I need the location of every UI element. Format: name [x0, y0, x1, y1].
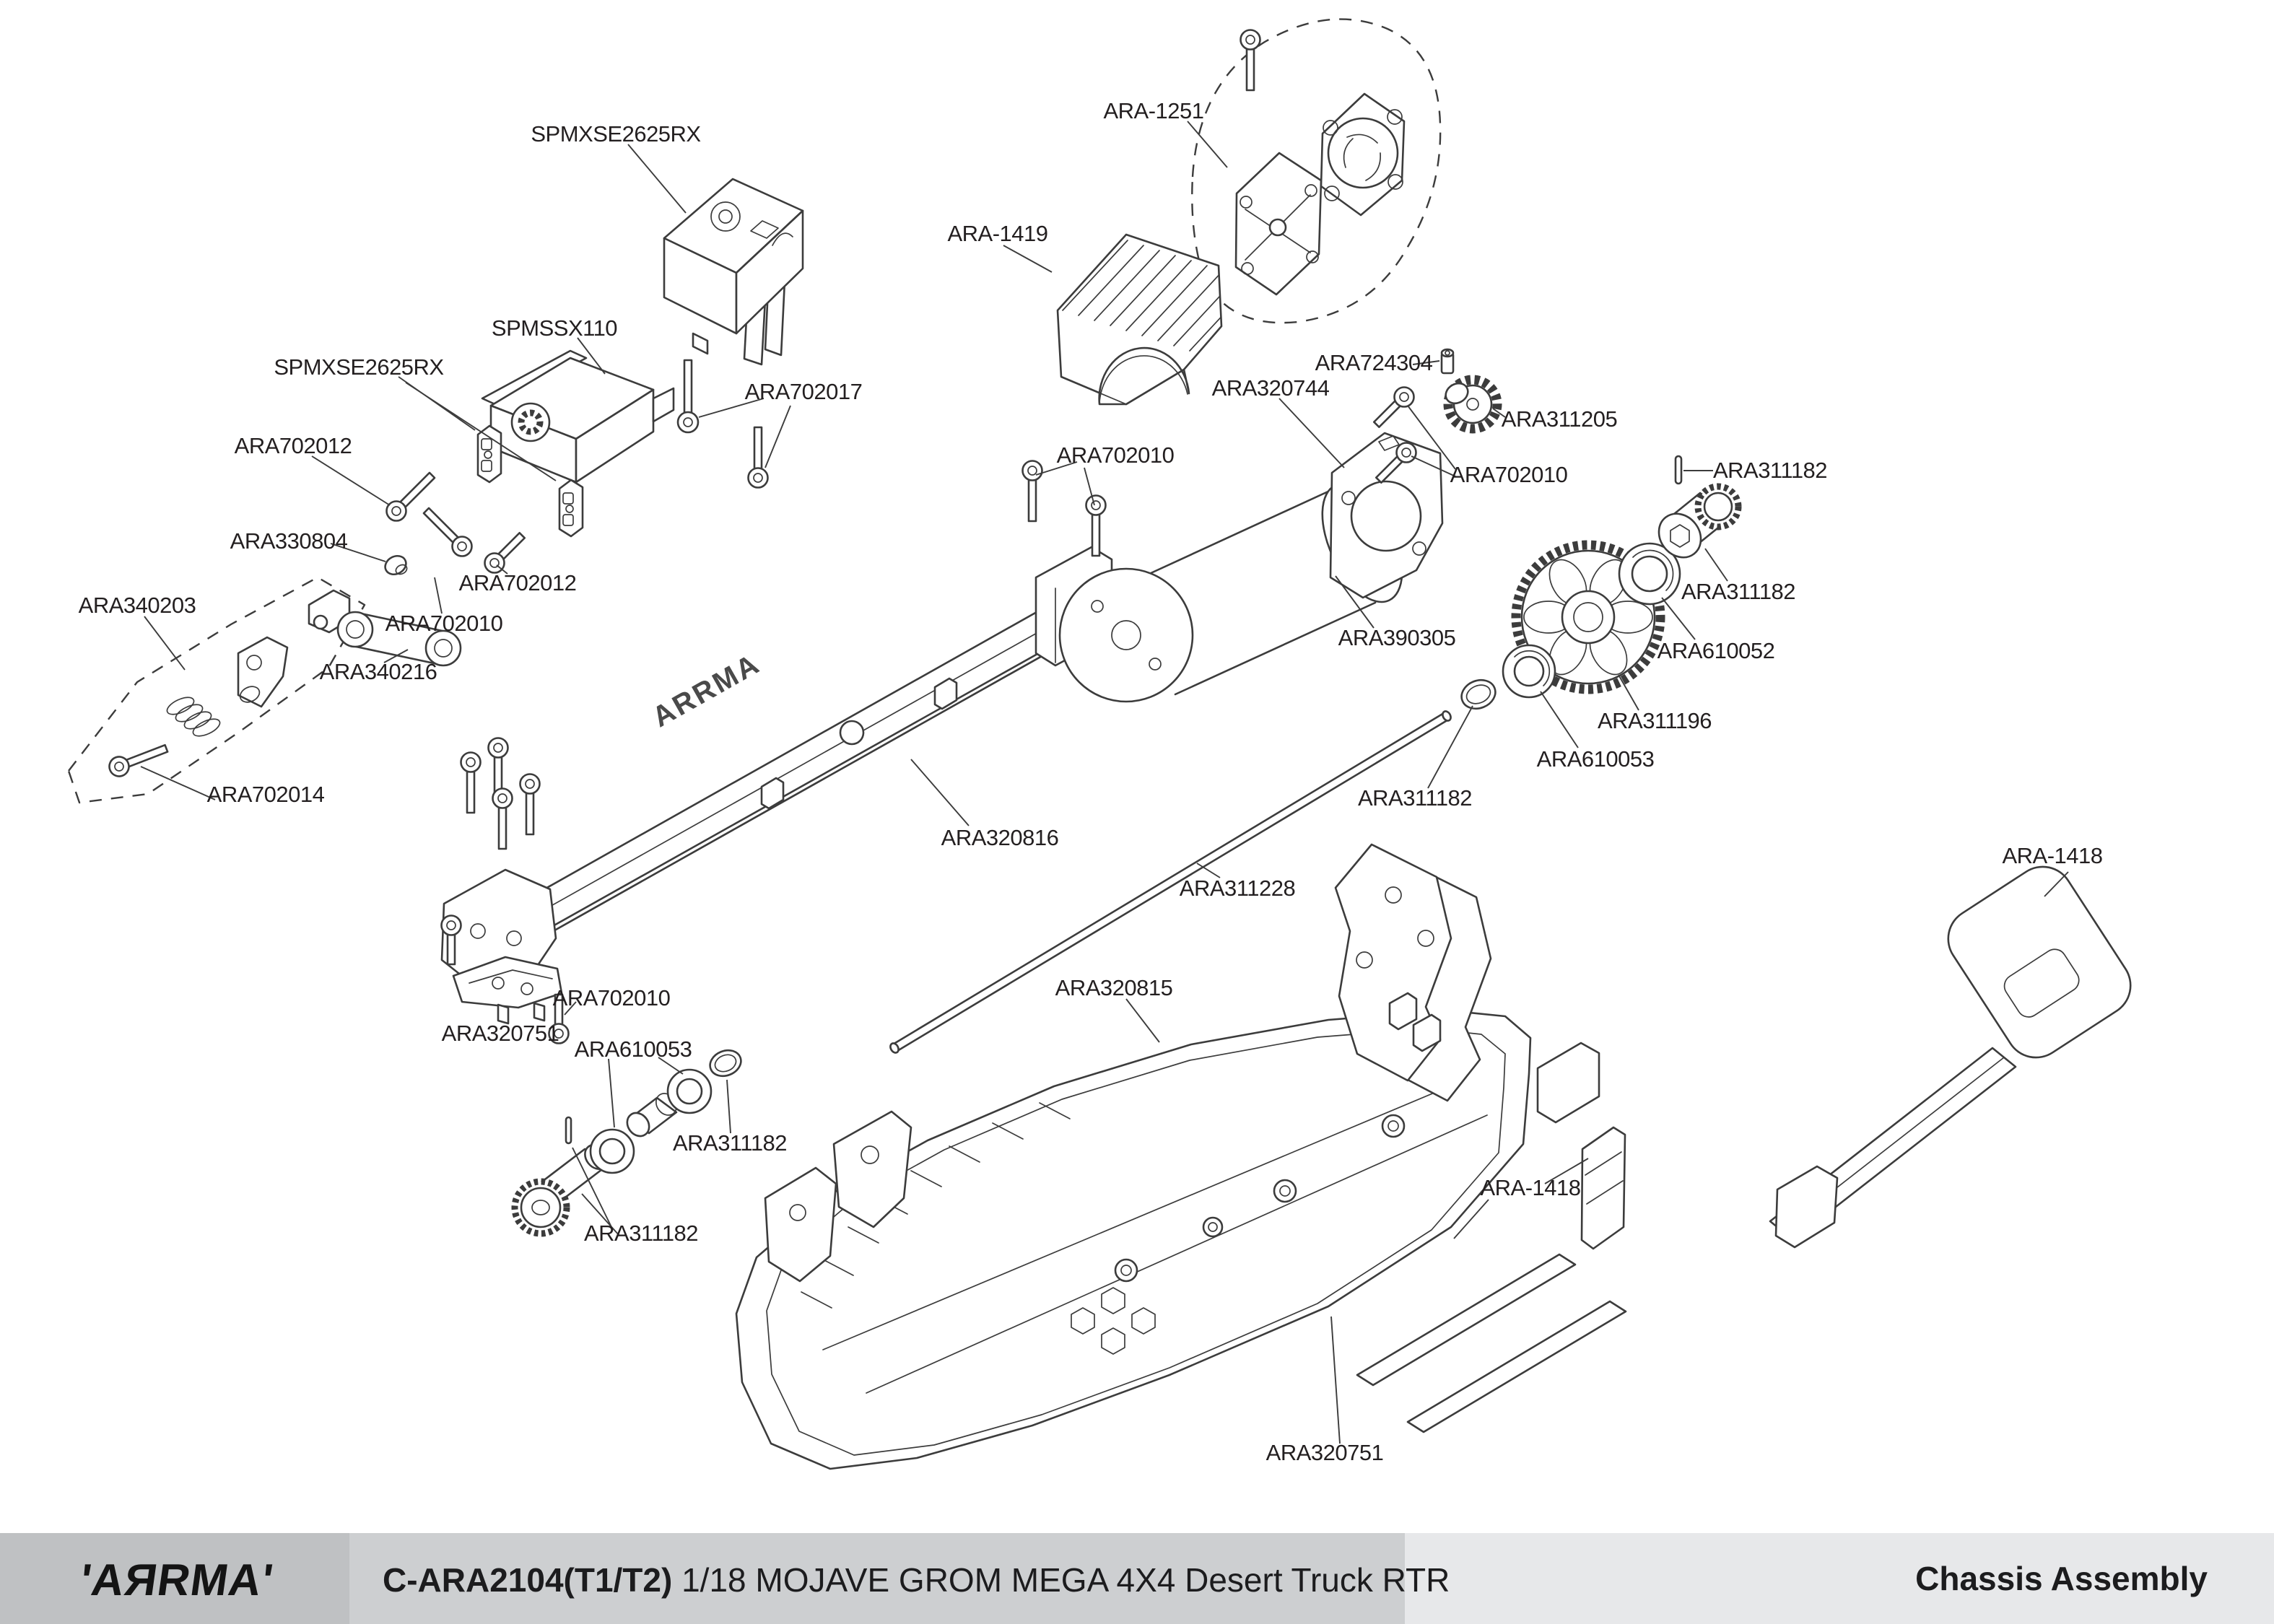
part-label-esc: SPMXSE2625RX [531, 121, 701, 147]
drive-pin-drawing [1674, 455, 1683, 485]
footer-section-strip [1405, 1533, 2274, 1624]
part-label-side-guards: ARA320751 [1266, 1440, 1384, 1465]
part-label-screw-702017: ARA702017 [745, 379, 863, 404]
part-label-pinion: ARA311205 [1502, 406, 1617, 432]
part-label-pin-311182: ARA311182 [1713, 458, 1827, 483]
bearing-610053l-drawing [589, 1128, 635, 1174]
bearing-610053l2-drawing [666, 1068, 713, 1114]
part-label-bearing-610052: ARA610052 [1657, 638, 1775, 663]
servo-drawing [481, 349, 675, 484]
rear-tower-drawing [1334, 843, 1492, 1102]
part-label-screw-702010b: ARA702010 [1057, 442, 1175, 468]
part-label-chassis-tub: ARA320815 [1055, 975, 1173, 1000]
steering-link-drawing [336, 554, 462, 667]
rear-bumper-drawing [1769, 865, 2132, 1249]
part-label-fan-set: ARA-1251 [1103, 98, 1203, 123]
bearing-610053r-drawing [1502, 644, 1556, 699]
part-label-screw-702010e: ARA702010 [553, 985, 671, 1010]
front-brace-drawing [452, 956, 563, 1025]
spacer-drawing [1440, 348, 1455, 375]
part-label-servo: SPMSSX110 [492, 315, 617, 341]
part-label-rear-bumper: ARA-1418 [2002, 843, 2102, 868]
part-label-spacer: ARA724304 [1315, 350, 1433, 375]
oring-right-drawing [1460, 678, 1497, 710]
chassis-tub-drawing [735, 1009, 1600, 1470]
part-label-heatsink: ARA-1419 [947, 221, 1047, 246]
bearing-610052-drawing [1618, 542, 1681, 606]
part-label-upper-brace: ARA320816 [941, 825, 1059, 850]
arrma-logo: 'AЯRMA' [77, 1555, 277, 1605]
part-label-oring-left: ARA311182 [673, 1130, 787, 1156]
part-label-motor: ARA390305 [1338, 625, 1456, 650]
part-labels: SPMXSE2625RX ARA-1251 ARA-1419 SPMSSX110… [79, 98, 2103, 1465]
part-label-spur-gear: ARA311196 [1598, 708, 1712, 733]
part-label-oring-right: ARA311182 [1358, 785, 1472, 811]
footer-title: C-ARA2104(T1/T2) 1/18 MOJAVE GROM MEGA 4… [383, 1561, 1450, 1599]
part-label-screw-702010a: ARA702010 [1450, 462, 1568, 487]
part-label-screw-702012a: ARA702012 [235, 433, 352, 458]
footer-logo-box [0, 1533, 349, 1624]
part-label-motor-plate: ARA320744 [1212, 375, 1330, 401]
motor-plate-drawing [1329, 432, 1444, 599]
part-label-screw-702012b: ARA702012 [459, 570, 577, 595]
part-label-foam-strap: ARA-1418 [1480, 1175, 1580, 1200]
footer-banner: 'AЯRMA' C-ARA2104(T1/T2) 1/18 MOJAVE GRO… [0, 1533, 2274, 1624]
part-label-front-brace: ARA320751 [442, 1021, 559, 1046]
leader-lines [140, 121, 2069, 1444]
oring-left-drawing [709, 1049, 742, 1078]
footer-title-strip [349, 1533, 1405, 1624]
esc-drawing [663, 178, 804, 366]
fan-set-drawing [1191, 18, 1442, 324]
bushing-drawing [626, 1093, 678, 1138]
footer-section-title: Chassis Assembly [1915, 1560, 2208, 1597]
part-label-bearing-610053l: ARA610053 [575, 1036, 692, 1062]
part-label-coupler: ARA311182 [1681, 579, 1795, 604]
pinion-gear-drawing [1443, 375, 1502, 434]
part-label-pivot-ball: ARA330804 [230, 528, 348, 554]
center-driveshaft-drawing [889, 710, 1452, 1054]
esc-mount-blocks-drawing [476, 424, 584, 538]
footer-title-rest: 1/18 MOJAVE GROM MEGA 4X4 Desert Truck R… [672, 1561, 1450, 1599]
part-label-bevel-shaft: ARA311182 [584, 1221, 698, 1246]
part-label-esc-mounts: SPMXSE2625RX [274, 354, 444, 380]
part-label-servo-saver: ARA340203 [79, 593, 196, 618]
part-label-screw-702010c: ARA702010 [385, 611, 503, 636]
part-label-driveshaft: ARA311228 [1180, 876, 1295, 901]
part-label-screw-702014: ARA702014 [207, 782, 325, 807]
part-label-steering-link: ARA340216 [320, 659, 437, 684]
footer-title-bold: C-ARA2104(T1/T2) [383, 1561, 672, 1599]
part-label-bearing-610053r: ARA610053 [1537, 746, 1655, 772]
battery-foam-drawing [1356, 1126, 1627, 1433]
coupler-drawing [1657, 483, 1742, 559]
